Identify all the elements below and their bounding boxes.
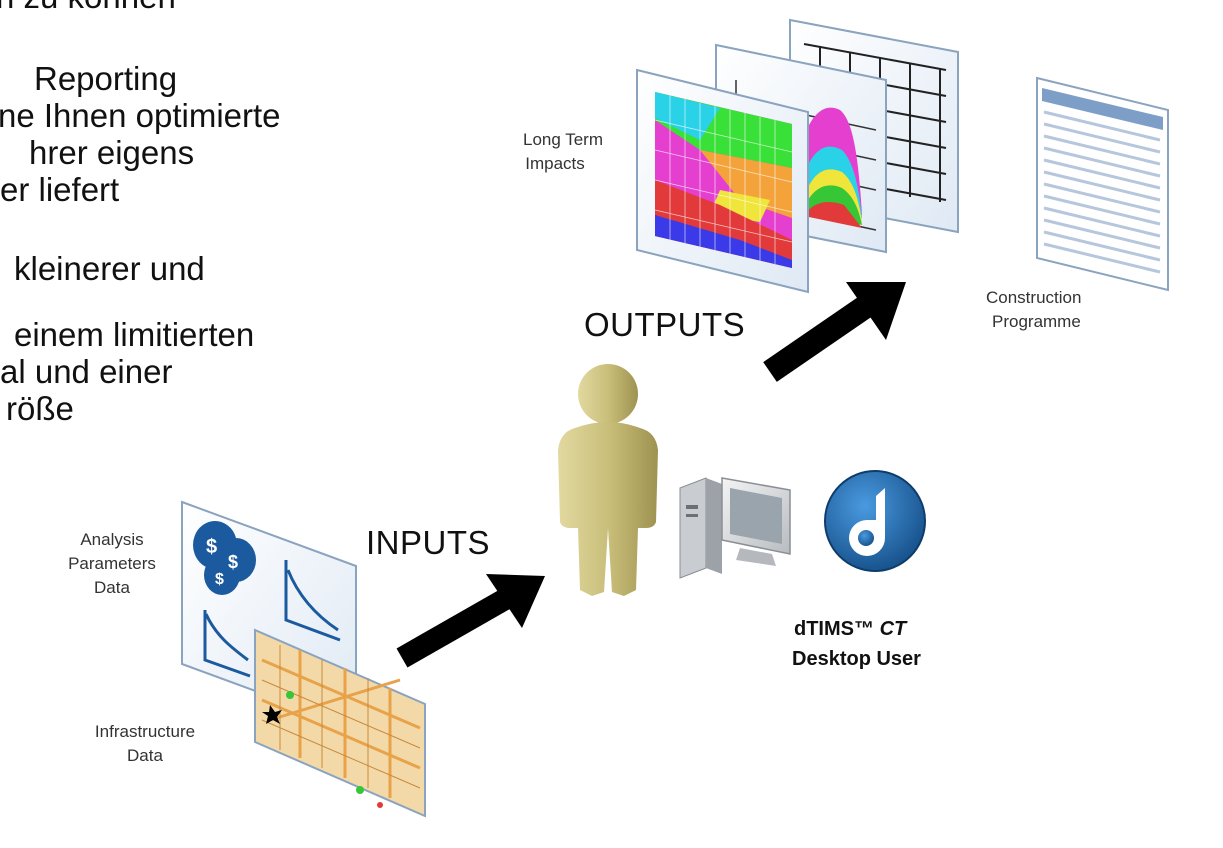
infrastructure-data-line: Data [127,746,163,765]
cut-off-text-block: n zu können Reporting ne Ihnen optimiert… [0,0,420,500]
analysis-parameters-line: Parameters [68,554,156,573]
money-bags-icon: $ $ $ [193,521,256,595]
inputs-heading: INPUTS [366,524,491,561]
arrow-icon [763,282,906,382]
arrow-icon [396,574,545,668]
infrastructure-data-line: Infrastructure [94,722,196,741]
long-term-impacts-line: Long Term [522,130,603,149]
text-line: kleinerer und [14,250,205,287]
long-term-impacts-label: Long Term Impacts [508,128,618,176]
computer-icon [679,477,791,579]
infrastructure-map-sheet [254,628,426,818]
product-prefix: dTIMS™ [794,618,874,640]
construction-programme-label: Construction Programme [986,286,1081,334]
svg-text:$: $ [206,536,217,558]
text-line: ne Ihnen optimierte [0,97,281,134]
curve-chart-icon [203,560,341,678]
infrastructure-data-label: Infrastructure Data [80,720,210,768]
outputs-heading: OUTPUTS [584,306,746,343]
product-name: dTIMS™ CT [794,614,921,644]
construction-programme-line: Construction [986,288,1082,307]
text-line: einem limitierten [14,316,255,353]
text-line: röße [6,390,74,427]
text-line: er liefert [0,171,120,208]
text-line: hrer eigens [29,134,195,171]
long-term-impacts-line: Impacts [525,154,585,173]
text-line: n zu können [0,0,176,15]
impact-chart-sheet [636,68,809,294]
text-line: al und einer [0,353,173,390]
analysis-parameters-label: Analysis Parameters Data [52,528,172,600]
construction-report-sheet [1036,76,1169,292]
dtims-logo-icon [824,470,926,572]
svg-text:$: $ [215,571,224,588]
text-line: Reporting [34,60,178,97]
desktop-user-label: dTIMS™ CT Desktop User [792,614,921,674]
user-role: Desktop User [792,648,921,670]
svg-text:$: $ [228,552,238,572]
analysis-parameters-line: Data [94,578,130,597]
person-icon [558,364,658,596]
analysis-parameters-line: Analysis [80,530,144,549]
construction-programme-line: Programme [992,312,1081,331]
product-suffix: CT [879,618,907,640]
